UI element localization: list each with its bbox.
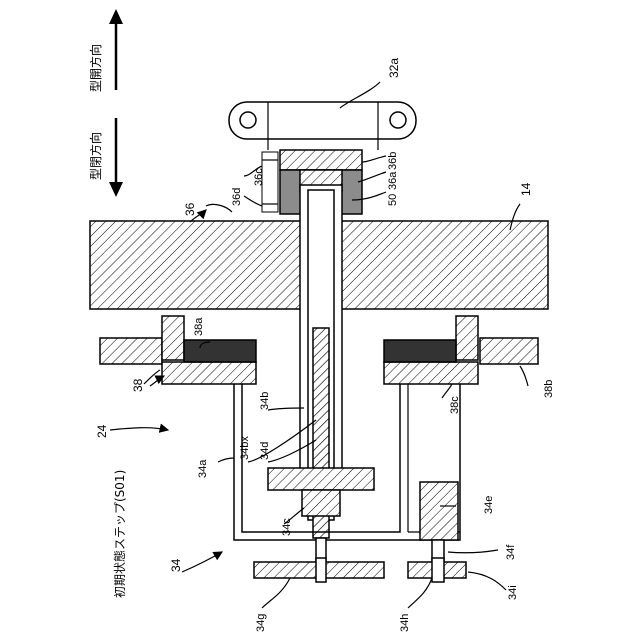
label-34h: 34h (399, 614, 411, 632)
mold-close-arrow (109, 118, 123, 197)
bearing-38-left (100, 316, 256, 384)
label-38b: 38b (543, 380, 555, 398)
nut-34c (302, 490, 340, 516)
label-34a: 34a (197, 459, 209, 478)
label-36b: 36b (387, 152, 399, 170)
label-36a: 36a (387, 171, 399, 190)
label-36c: 36c (253, 168, 265, 186)
label-34b: 34b (259, 392, 271, 410)
label-34e: 34e (483, 496, 495, 514)
label-34g: 34g (255, 614, 267, 632)
flange-34c (268, 468, 374, 490)
label-24: 24 (95, 424, 109, 438)
step-title: 初期状態ステップ(S01) (112, 470, 127, 598)
label-32a: 32a (387, 58, 401, 78)
mold-open-direction-label: 型開方向 (88, 44, 103, 92)
mold-open-arrow (109, 9, 123, 90)
motor-34e (420, 482, 458, 540)
label-36d: 36d (231, 188, 243, 206)
label-34bx: 34bx (239, 436, 251, 460)
label-38: 38 (131, 378, 145, 392)
label-36: 36 (183, 202, 197, 216)
pulley-hub (316, 558, 326, 582)
mold-close-direction-label: 型閉方向 (88, 132, 103, 180)
bearing-38-right (384, 316, 538, 384)
label-38c: 38c (449, 396, 461, 414)
label-34i: 34i (507, 585, 519, 600)
label-14: 14 (519, 182, 533, 196)
label-34f: 34f (505, 544, 517, 560)
label-34: 34 (169, 558, 183, 572)
pulley-hub-right (432, 558, 444, 582)
label-34d: 34d (259, 442, 271, 460)
label-50: 50 (387, 194, 399, 206)
bracket-32a (229, 102, 416, 139)
label-34c: 34c (281, 518, 293, 536)
label-38a: 38a (193, 317, 205, 336)
